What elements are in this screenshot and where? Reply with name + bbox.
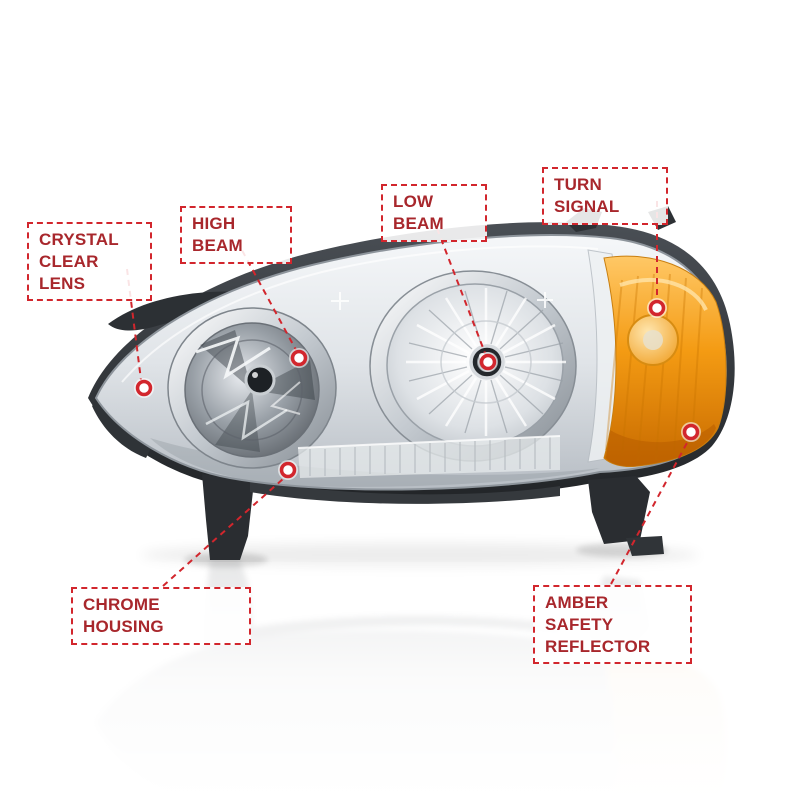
turn-signal-bulb-core — [643, 330, 663, 350]
high-beam-bulb — [244, 364, 276, 396]
marker-turn-signal — [647, 298, 667, 318]
sparkle-highlights — [331, 292, 553, 310]
callout-turn-signal: TURN SIGNAL — [542, 167, 668, 225]
marker-amber-safety-reflector — [681, 422, 701, 442]
lens-top-highlight — [121, 245, 599, 383]
leader-line-high-beam — [236, 240, 297, 351]
lens-texture-strip — [297, 435, 561, 478]
marker-chrome-housing — [278, 460, 298, 480]
turn-signal-reflector — [603, 255, 727, 467]
high-beam-bulb-specular — [252, 372, 258, 378]
callout-label-chrome-housing: CHROME HOUSING — [83, 595, 164, 636]
mounting-leg-right — [588, 476, 650, 544]
callout-crystal-clear-lens: CRYSTAL CLEAR LENS — [27, 222, 152, 302]
callout-label-amber-safety-reflector: AMBER SAFETY REFLECTOR — [545, 593, 651, 656]
callout-label-high-beam: HIGH BEAM — [192, 214, 243, 255]
leader-line-chrome-housing — [162, 477, 285, 587]
marker-low-beam — [478, 352, 498, 372]
mounting-foot-right — [626, 536, 664, 556]
lens-bottom-shade — [150, 438, 600, 487]
leader-line-amber-safety-reflector — [610, 440, 689, 585]
callout-amber-safety-reflector: AMBER SAFETY REFLECTOR — [533, 585, 692, 665]
amber-top-highlight — [619, 278, 708, 311]
callout-high-beam: HIGH BEAM — [180, 206, 292, 264]
callout-chrome-housing: CHROME HOUSING — [71, 587, 251, 645]
callout-label-low-beam: LOW BEAM — [393, 192, 444, 233]
callout-label-crystal-clear-lens: CRYSTAL CLEAR LENS — [39, 230, 119, 293]
leader-line-crystal-clear-lens — [126, 268, 142, 381]
high-beam-lamp — [167, 307, 337, 469]
callout-label-turn-signal: TURN SIGNAL — [554, 175, 620, 216]
low-beam-inner-ring — [440, 320, 532, 404]
housing-left-tip — [92, 400, 152, 458]
marker-high-beam — [289, 348, 309, 368]
callout-low-beam: LOW BEAM — [381, 184, 487, 242]
housing-underside-strip — [250, 480, 560, 504]
marker-crystal-clear-lens — [134, 378, 154, 398]
callout-markers — [134, 298, 701, 480]
low-beam-lamp — [369, 270, 577, 462]
low-beam-facets — [406, 288, 566, 436]
amber-lower-shade — [606, 424, 716, 467]
